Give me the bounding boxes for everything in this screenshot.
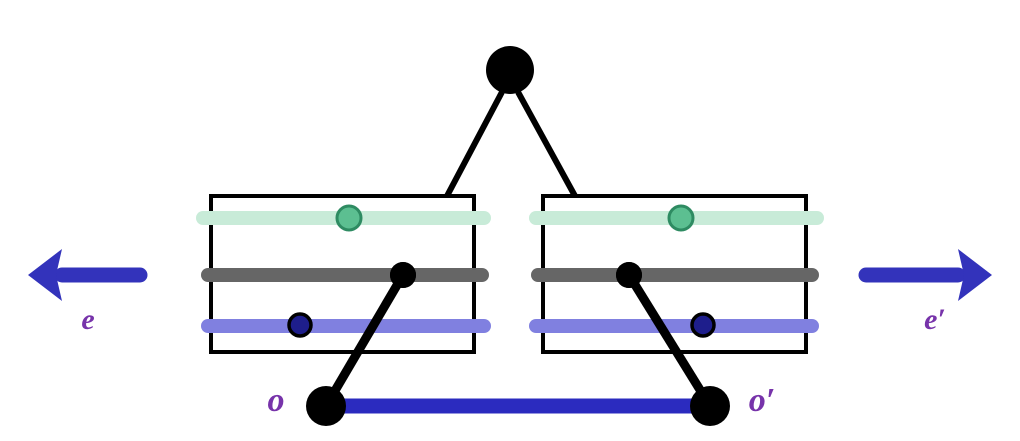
apex-edges-group bbox=[444, 90, 578, 198]
right-arrow-head bbox=[958, 249, 992, 301]
left-frame-box-green-dot bbox=[335, 204, 363, 232]
right-frame-box-black-node-right-cap bbox=[616, 262, 642, 288]
left-frame-box-black-node-left-cap bbox=[390, 262, 416, 288]
arrow-label-right: e′ bbox=[924, 303, 946, 336]
apex-edge-left bbox=[444, 90, 505, 198]
origin-node-right bbox=[690, 386, 730, 426]
bottom-group: o o′ bbox=[268, 382, 776, 426]
internal-edge-left bbox=[322, 272, 407, 409]
internal-edge-right bbox=[625, 272, 714, 409]
left-frame-box bbox=[196, 194, 491, 354]
right-frame-box-navy-dot bbox=[690, 312, 716, 338]
apex-node bbox=[486, 46, 534, 94]
left-frame-box-navy-dot bbox=[287, 312, 313, 338]
origin-node-left bbox=[306, 386, 346, 426]
internal-edges-group bbox=[322, 262, 714, 409]
left-arrow-group: e bbox=[28, 249, 148, 336]
right-arrow-group: e′ bbox=[858, 249, 992, 336]
right-frame-box-green-dot bbox=[667, 204, 695, 232]
origin-label-left: o bbox=[268, 382, 285, 419]
apex-edge-right bbox=[515, 90, 578, 198]
left-arrow-head bbox=[28, 249, 62, 301]
origin-label-right: o′ bbox=[749, 382, 776, 419]
right-frame-box bbox=[529, 194, 824, 354]
arrow-label-left: e bbox=[81, 303, 94, 336]
